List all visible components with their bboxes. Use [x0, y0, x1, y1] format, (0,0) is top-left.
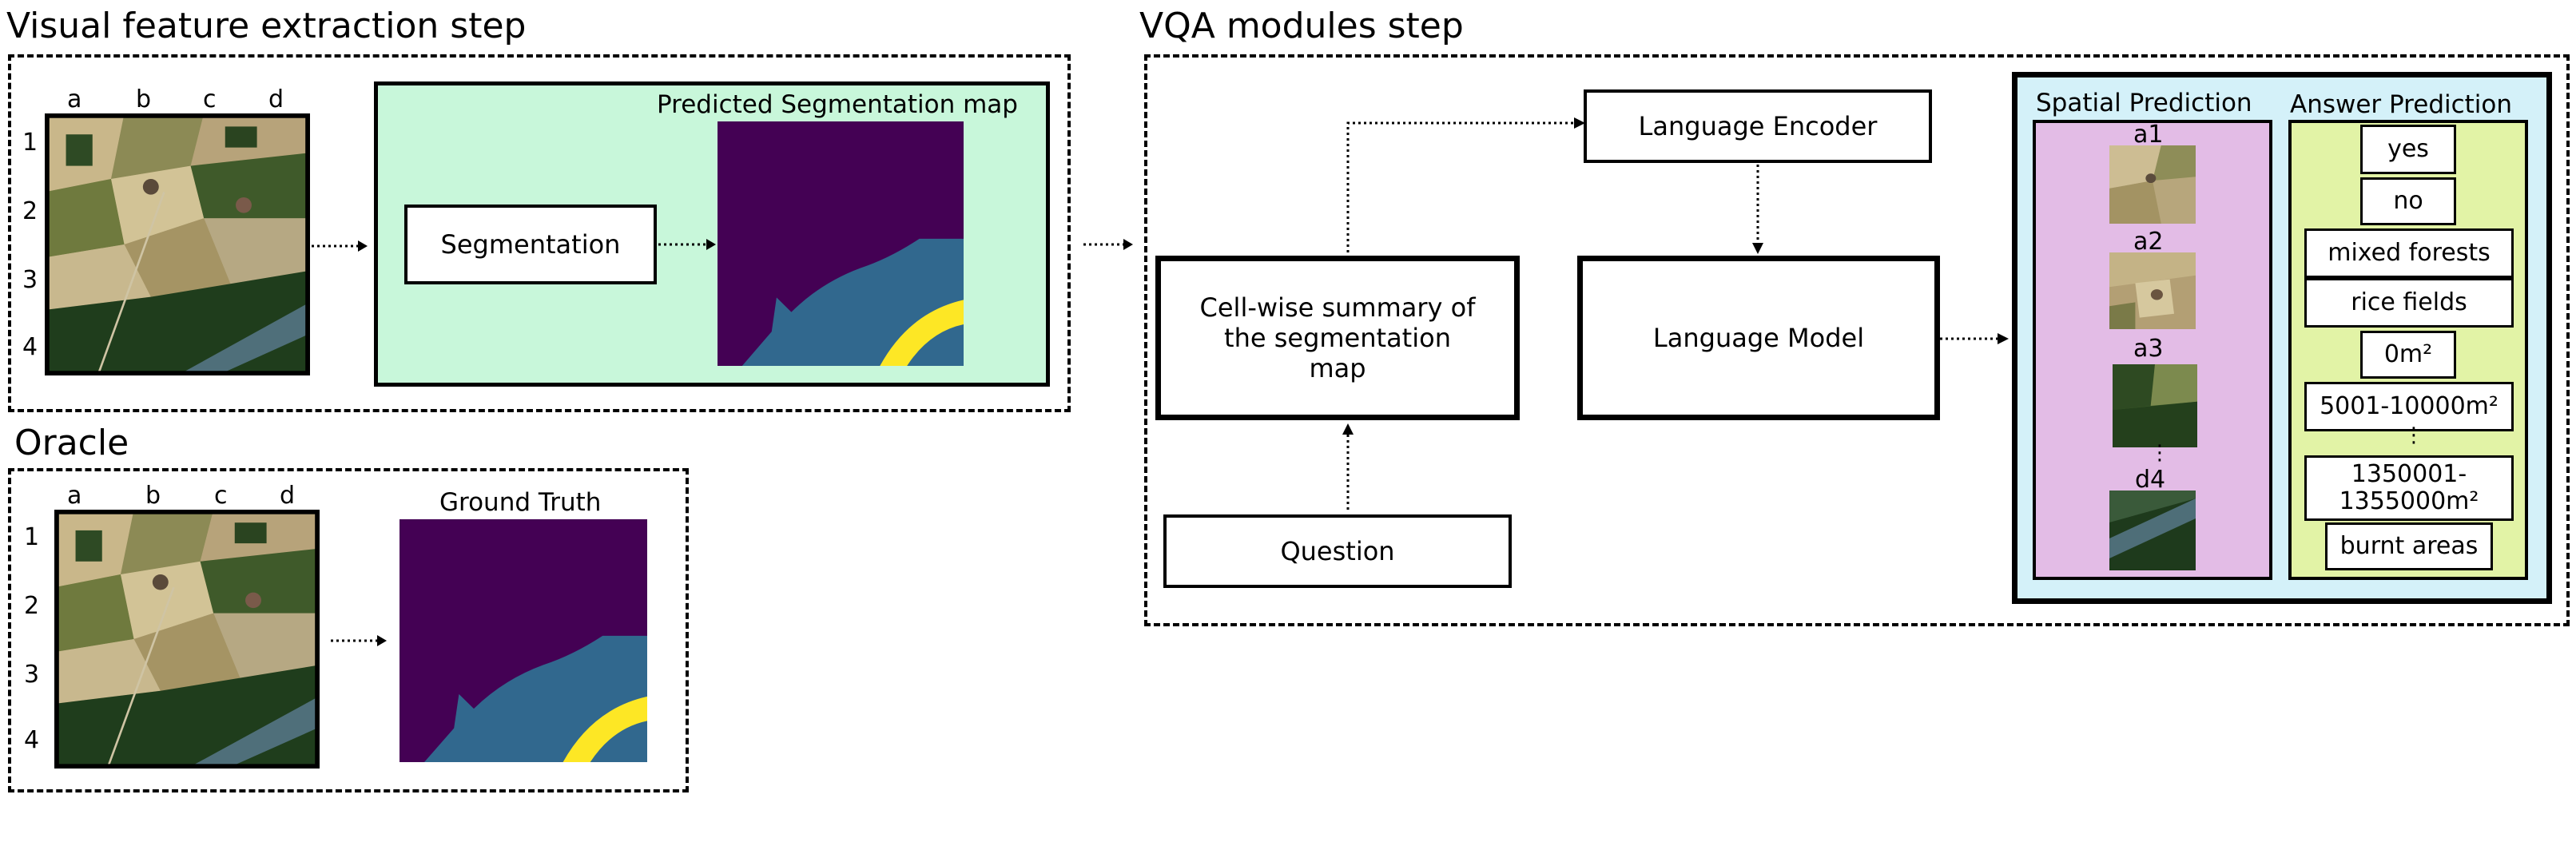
row-label-2: 2 — [22, 197, 38, 225]
question-box: Question — [1163, 514, 1512, 588]
spatial-cell-image-a3 — [2113, 364, 2197, 447]
oracle-col-label-b: b — [145, 482, 161, 510]
arrow-oracle-to-ground-truth — [331, 635, 387, 646]
answer-item-mixed-forests: mixed forests — [2304, 228, 2514, 278]
arrow-segmentation-to-map — [658, 239, 716, 250]
oracle-col-label-c: c — [214, 482, 228, 510]
predicted-segmentation-map — [718, 121, 964, 366]
oracle-satellite-image — [54, 510, 320, 769]
spatial-ellipsis: ⋮ — [2149, 441, 2170, 465]
spatial-cell-label-a2: a2 — [2133, 228, 2164, 256]
oracle-row-label-1: 1 — [24, 523, 40, 551]
spatial-cell-label-d4: d4 — [2135, 466, 2166, 494]
spatial-cell-label-a3: a3 — [2133, 335, 2164, 363]
visual-feature-heading: Visual feature extraction step — [6, 6, 527, 46]
answer-item-5001-10000m2: 5001-10000m² — [2304, 382, 2514, 431]
spatial-cell-image-a1 — [2109, 145, 2196, 224]
col-label-c: c — [203, 85, 217, 113]
answer-item-0m2: 0m² — [2360, 331, 2456, 379]
vqa-heading: VQA modules step — [1139, 6, 1464, 46]
answer-item-1350001-1355000m2: 1350001-1355000m² — [2304, 455, 2514, 521]
satellite-image — [45, 113, 310, 375]
col-label-d: d — [268, 85, 284, 113]
oracle-frame — [8, 468, 689, 792]
col-label-b: b — [136, 85, 152, 113]
row-label-1: 1 — [22, 129, 38, 157]
vqa-connectors — [1342, 117, 2009, 510]
spatial-cell-image-a2 — [2109, 252, 2196, 329]
visual-feature-frame — [8, 54, 1071, 412]
arrow-image-to-segmentation — [312, 240, 368, 252]
answer-item-yes: yes — [2360, 125, 2456, 174]
ground-truth-map — [400, 519, 647, 762]
predicted-segmentation-title: Predicted Segmentation map — [657, 90, 1018, 119]
spatial-cell-label-a1: a1 — [2133, 121, 2164, 149]
oracle-col-label-a: a — [67, 482, 82, 510]
answer-item-burnt-areas: burnt areas — [2325, 522, 2493, 570]
segmentation-box: Segmentation — [404, 205, 657, 284]
arrow-visual-to-vqa — [1083, 239, 1133, 250]
answer-item-no: no — [2360, 177, 2456, 225]
row-label-4: 4 — [22, 333, 38, 361]
oracle-heading: Oracle — [14, 423, 129, 463]
oracle-row-label-4: 4 — [24, 726, 40, 754]
spatial-cell-image-d4 — [2109, 491, 2196, 570]
answer-ellipsis: ⋮ — [2403, 423, 2424, 447]
oracle-row-label-2: 2 — [24, 592, 40, 620]
vqa-frame — [1144, 54, 2570, 626]
oracle-row-label-3: 3 — [24, 661, 40, 689]
ground-truth-title: Ground Truth — [439, 488, 602, 517]
language-model-box: Language Model — [1577, 256, 1940, 420]
row-label-3: 3 — [22, 266, 38, 294]
cell-summary-box: Cell-wise summary of the segmentation ma… — [1155, 256, 1520, 420]
answer-item-rice-fields: rice fields — [2304, 278, 2514, 328]
oracle-col-label-d: d — [280, 482, 296, 510]
language-encoder-box: Language Encoder — [1584, 89, 1932, 163]
answer-prediction-title: Answer Prediction — [2290, 90, 2513, 119]
col-label-a: a — [67, 85, 82, 113]
spatial-prediction-title: Spatial Prediction — [2036, 89, 2252, 117]
